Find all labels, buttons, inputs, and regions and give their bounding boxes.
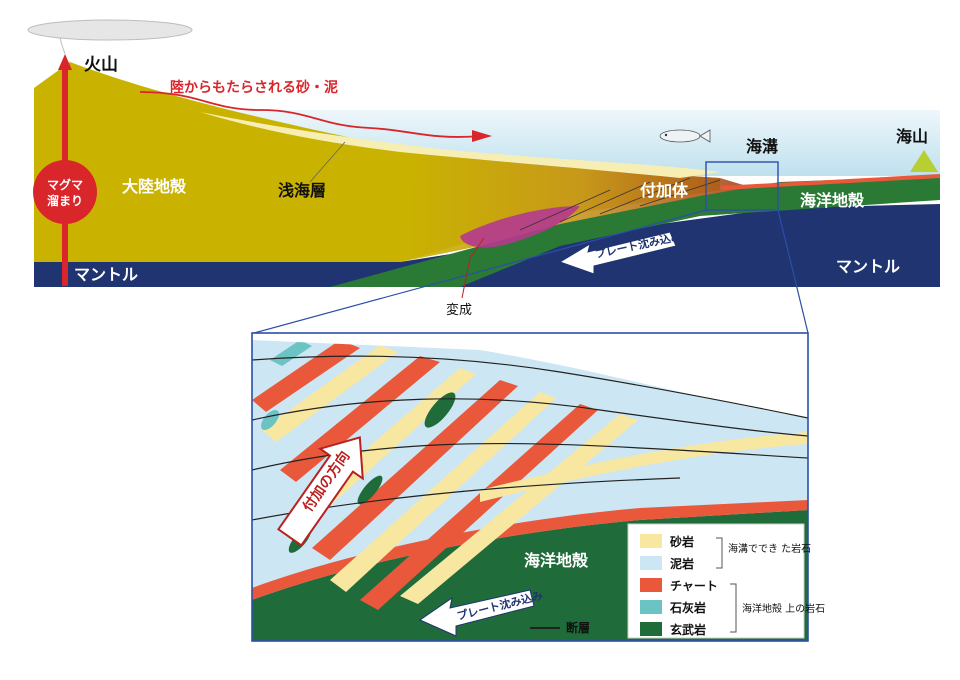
label-mantle-left: マントル	[74, 265, 138, 284]
oceanic-crust-slab	[330, 176, 940, 287]
label-magma-line1: マグマ	[47, 177, 83, 192]
inset-panel	[251, 332, 809, 642]
legend-group-trench-rocks: 海溝ででき た岩石	[728, 542, 811, 555]
mantle-band	[34, 204, 940, 287]
label-sediment-arrow: 陸からもたらされる砂・泥	[170, 79, 338, 96]
label-magma-line2: 溜まり	[47, 193, 83, 208]
zoom-box	[705, 161, 779, 211]
inset-subduction-arrow	[418, 589, 535, 637]
label-seamount: 海山	[896, 127, 928, 146]
fish-icon	[659, 129, 711, 143]
label-metamorphism: 変成	[446, 302, 472, 318]
label-inset-oceanic-crust: 海洋地殻	[524, 551, 589, 570]
legend-swatch-chert	[640, 578, 662, 592]
legend-label-sandstone: 砂岩	[669, 534, 694, 549]
legend-label-limestone: 石灰岩	[669, 600, 706, 615]
magma-chamber	[33, 160, 97, 224]
subduction-arrow	[558, 231, 677, 275]
accretion-direction-arrow	[276, 436, 364, 547]
label-volcano: 火山	[84, 55, 118, 75]
label-shallow-layer: 浅海層	[278, 181, 326, 200]
legend-label-fault: 断層	[566, 620, 590, 635]
shallow-sea-layer	[200, 112, 720, 178]
legend-swatch-limestone	[640, 600, 662, 614]
legend-swatch-mudstone	[640, 556, 662, 570]
legend-label-mudstone: 泥岩	[670, 556, 694, 571]
label-trench: 海溝	[746, 137, 778, 156]
ocean-crust-top	[720, 174, 940, 190]
legend-swatch-sandstone	[640, 534, 662, 548]
legend-label-basalt: 玄武岩	[670, 622, 706, 637]
legend	[530, 523, 805, 639]
sediment-arrow	[139, 91, 481, 138]
label-oceanic-crust: 海洋地殻	[800, 191, 865, 210]
label-accretionary-prism: 付加体	[640, 181, 689, 200]
volcanic-plume	[27, 19, 193, 41]
legend-group-ocean-rocks: 海洋地殻 上の岩石	[742, 602, 825, 615]
cross-section	[27, 19, 940, 334]
volcano-vent	[58, 54, 72, 70]
label-mantle-right: マントル	[836, 257, 900, 276]
label-continental-crust: 大陸地殻	[122, 177, 187, 196]
seamount-shape	[910, 150, 938, 172]
legend-swatch-basalt	[640, 622, 662, 636]
legend-label-chert: チャート	[670, 579, 718, 593]
